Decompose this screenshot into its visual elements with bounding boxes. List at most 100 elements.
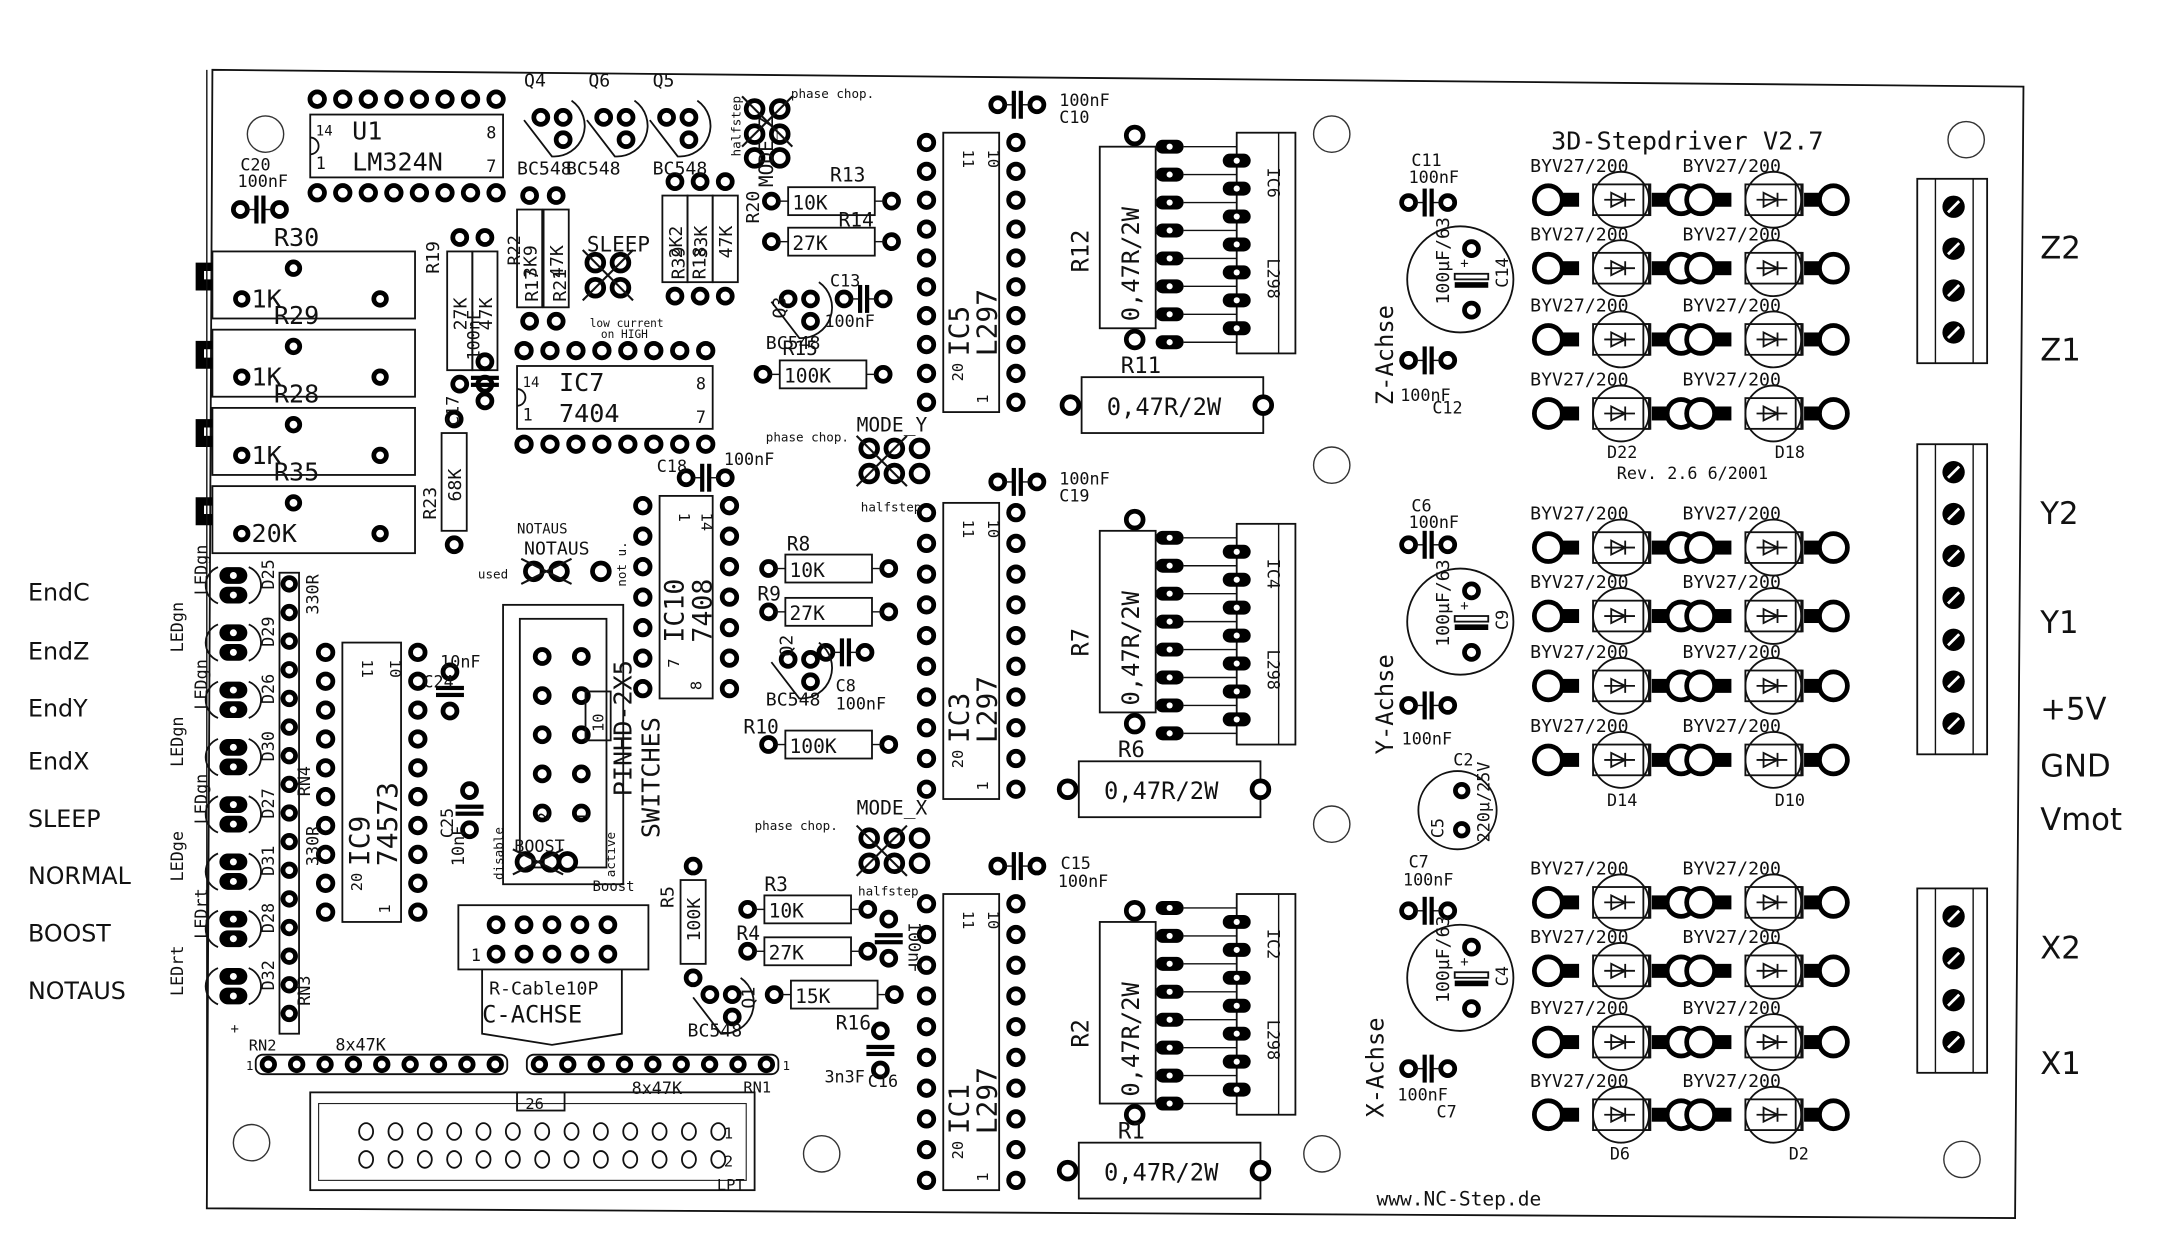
elcap-outline: [1406, 225, 1515, 334]
led-outline: [204, 738, 262, 777]
resistor-pad: [475, 228, 495, 247]
pin-number: 1: [574, 812, 592, 821]
pot-pin: [371, 368, 389, 386]
diode-pad: [1817, 599, 1850, 633]
resistor-value: 0,47R/2W: [1117, 590, 1145, 705]
resistor-body: [711, 194, 739, 284]
board-outline: [205, 68, 2025, 1220]
terminal-label: Vmot: [2040, 802, 2122, 838]
cap-pad: [460, 781, 479, 801]
pin-number: 20: [949, 1141, 967, 1159]
pin-number: 7: [486, 156, 496, 176]
cap-value: 100nF: [836, 694, 886, 714]
jumper-label: MODE_Z: [755, 116, 778, 187]
diode-pad: [1817, 954, 1850, 988]
pin-number: 10: [386, 659, 404, 677]
cap-pad: [1438, 193, 1458, 212]
jumper-label: used: [478, 566, 508, 581]
transistor-pin: [679, 107, 699, 127]
pin-number: 10: [984, 911, 1002, 929]
cap-plate: [435, 685, 464, 691]
jumper-cross: [855, 435, 908, 487]
transistor-pin: [722, 1007, 742, 1027]
resistor-ref: R1: [1118, 1118, 1145, 1144]
diode-band: [1794, 669, 1804, 703]
cap-value: 10nF: [440, 652, 480, 672]
ic-notch: [516, 388, 527, 407]
led-outline: [204, 566, 262, 605]
resistor-pad: [879, 559, 899, 578]
elcap-plate: [1453, 615, 1490, 623]
resistor-pad: [882, 191, 901, 211]
diode-part: BYV27/200: [1530, 572, 1628, 593]
sip-pin: [559, 1055, 577, 1074]
cap-pad: [1399, 193, 1418, 212]
lpt-pin: [592, 1122, 609, 1141]
jumper-label: halfstep: [858, 883, 919, 898]
ic-pin: [633, 618, 653, 638]
cap-value: 100nF: [824, 311, 874, 331]
cable-label-box: [481, 969, 623, 1046]
cap-plate: [874, 933, 903, 938]
screw-slot: [1947, 717, 1961, 731]
pad-drill: [1166, 960, 1173, 967]
ic-pin: [486, 89, 506, 109]
diode-pad: [1531, 1098, 1565, 1132]
lpt-pin: [475, 1122, 492, 1141]
elcap-value: 100µF/63: [1433, 916, 1454, 1003]
diode-trace: [1562, 895, 1580, 910]
cap-plate: [1429, 530, 1434, 559]
cap-plate: [455, 811, 484, 816]
diode-pad: [1531, 323, 1565, 356]
diode-symbol: [1604, 893, 1635, 911]
diode-symbol: [1604, 1033, 1635, 1051]
screw-slot: [1947, 951, 1961, 965]
resistor-value: 100K: [790, 735, 837, 758]
resistor-pad: [738, 900, 757, 919]
connector-label: LPT: [717, 1176, 745, 1194]
cap-plate: [707, 463, 712, 492]
ic-pin: [307, 183, 327, 203]
ic-ref: IC6: [1263, 168, 1283, 198]
jumper-pin: [908, 437, 931, 460]
ic-body: [658, 494, 714, 700]
pot-value: 1K: [252, 284, 283, 313]
ic-body: [942, 131, 1001, 413]
ic-pin: [719, 679, 740, 699]
diode-part: BYV27/200: [1682, 296, 1780, 317]
pin-number: 1: [316, 153, 326, 173]
header-housing: [502, 603, 625, 886]
led-outline: [204, 909, 262, 948]
diode-part: BYV27/200: [1530, 370, 1628, 391]
cap-plate: [866, 1044, 895, 1050]
pad-drill: [1233, 1030, 1240, 1037]
diode-ref: D10: [1775, 790, 1805, 810]
rnet-pin: [280, 661, 298, 679]
ic-pin: [408, 873, 428, 893]
ic-pin: [1006, 955, 1026, 975]
resistor-ref: R21: [550, 269, 571, 302]
ic-ref: IC9: [343, 816, 376, 866]
ic-pin: [1006, 1017, 1026, 1037]
resistor-value: 27K: [451, 298, 472, 331]
diode-band: [1642, 599, 1652, 633]
resistor-pad: [1249, 778, 1272, 801]
resistor-ref: R14: [838, 208, 873, 231]
diode-trace: [1804, 1107, 1821, 1122]
resistor-body: [440, 432, 468, 532]
resistor-value: 47K: [476, 298, 497, 331]
cap-ref: C10: [1059, 107, 1089, 127]
